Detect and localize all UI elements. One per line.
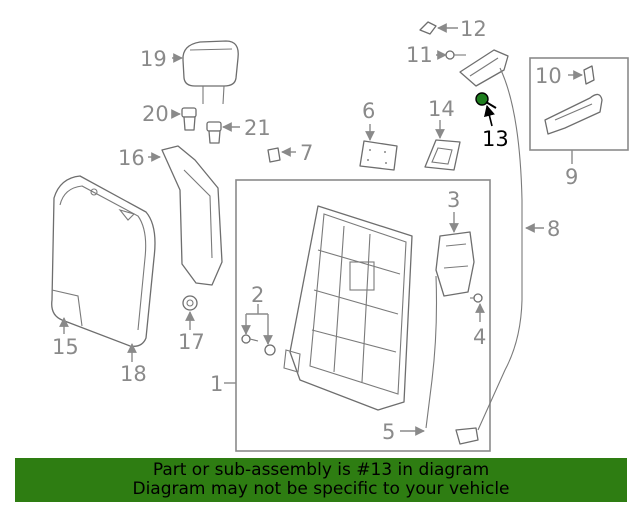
callout-1: 1	[210, 372, 223, 396]
callout-14: 14	[428, 97, 455, 121]
bolt-11	[445, 50, 466, 60]
callout-15: 15	[52, 335, 79, 359]
side-trim-16	[161, 145, 223, 286]
banner-line-1: Part or sub-assembly is #13 in diagram	[152, 460, 490, 480]
bolt-13-highlighted	[475, 92, 497, 109]
callout-13: 13	[482, 127, 509, 151]
headrest	[182, 40, 239, 105]
cable-5	[425, 275, 438, 429]
bolt-4	[470, 293, 483, 303]
release-handle	[459, 49, 523, 431]
frame-group-box	[235, 179, 491, 452]
callout-12: 12	[460, 17, 487, 41]
callout-6: 6	[362, 99, 375, 123]
callout-7: 7	[300, 141, 313, 165]
bracket-group-box	[529, 57, 629, 151]
grommet-17	[182, 295, 198, 311]
callout-18: 18	[120, 362, 147, 386]
callout-20: 20	[142, 102, 169, 126]
callout-3: 3	[447, 188, 460, 212]
callout-8: 8	[547, 217, 560, 241]
cable-end	[455, 427, 479, 445]
seatback-frame-1	[283, 205, 413, 411]
callout-17: 17	[178, 330, 205, 354]
callout-4: 4	[473, 325, 486, 349]
cap-12	[419, 21, 437, 35]
clip-7	[267, 147, 281, 163]
callout-16: 16	[118, 146, 145, 170]
callout-5: 5	[382, 420, 395, 444]
bolts-2	[241, 334, 276, 356]
seat-cover-15	[51, 175, 156, 347]
parts-diagram: 19 20 21 16 7 6 14 12 11 13 10 9 8 3 4 5…	[51, 17, 629, 452]
panel-6	[359, 140, 398, 171]
info-banner: Part or sub-assembly is #13 in diagram D…	[15, 458, 627, 502]
banner-line-2: Diagram may not be specific to your vehi…	[132, 479, 510, 499]
bezel-14	[424, 139, 461, 171]
callout-21: 21	[244, 116, 271, 140]
bracket-9	[544, 93, 603, 135]
headrest-guide-21	[206, 121, 222, 144]
callout-9: 9	[565, 165, 578, 189]
bracket-10	[583, 65, 595, 85]
latch-3	[435, 231, 475, 297]
headrest-guide-20	[181, 107, 197, 131]
callout-10: 10	[535, 64, 562, 88]
callout-2: 2	[251, 283, 264, 307]
callout-19: 19	[140, 47, 167, 71]
callout-11: 11	[406, 43, 433, 67]
